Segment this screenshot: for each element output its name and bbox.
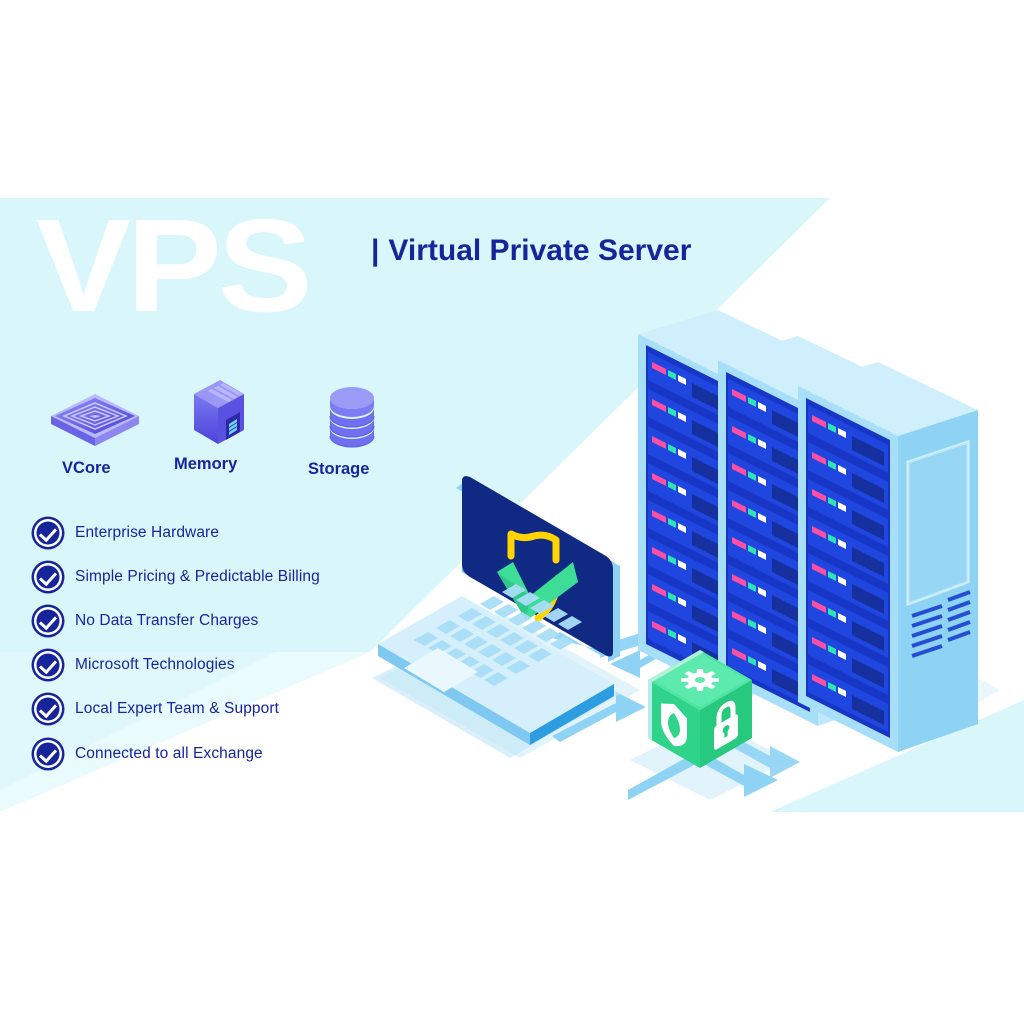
feature-label: Enterprise Hardware [75, 524, 220, 541]
headline-bar: | [371, 234, 380, 267]
cpu-chip-icon [51, 394, 139, 446]
server-rack-3 [798, 362, 978, 752]
security-cube [648, 650, 752, 768]
gear-icon [681, 669, 719, 691]
memory-tower-icon [194, 380, 244, 444]
laptop-illustration [372, 476, 620, 758]
disk-stack-icon [329, 387, 375, 448]
feature-label: Simple Pricing & Predictable Billing [75, 568, 320, 585]
shield-icon [661, 703, 687, 747]
feature-label: Microsoft Technologies [75, 656, 235, 673]
background-band [0, 198, 1024, 812]
check-circle-icon [34, 563, 62, 591]
feature-label: Connected to all Exchange [75, 745, 263, 762]
check-circle-icon [34, 651, 62, 679]
feature-item: Local Expert Team & Support [34, 694, 504, 724]
page-title: VPS [36, 192, 313, 339]
feature-item: Simple Pricing & Predictable Billing [34, 562, 504, 592]
feature-item: Microsoft Technologies [34, 650, 504, 680]
check-circle-icon [34, 519, 62, 547]
feature-label: No Data Transfer Charges [75, 612, 259, 629]
lock-icon [714, 700, 738, 750]
spec-label-vcore: VCore [62, 459, 111, 477]
rack-units-1 [648, 352, 728, 679]
headline-text: Virtual Private Server [388, 234, 692, 267]
feature-item: Enterprise Hardware [34, 518, 504, 548]
headline: |Virtual Private Server [371, 234, 691, 268]
feature-item: Connected to all Exchange [34, 739, 504, 769]
feature-item: No Data Transfer Charges [34, 606, 504, 636]
spec-label-storage: Storage [308, 460, 370, 478]
rack-side-panel [906, 439, 971, 658]
check-circle-icon [34, 740, 62, 768]
check-circle-icon [34, 695, 62, 723]
spec-label-memory: Memory [174, 455, 238, 473]
feature-label: Local Expert Team & Support [75, 700, 280, 717]
rack-units-3 [808, 405, 888, 732]
rack-units-2 [728, 379, 808, 706]
check-circle-icon [34, 607, 62, 635]
